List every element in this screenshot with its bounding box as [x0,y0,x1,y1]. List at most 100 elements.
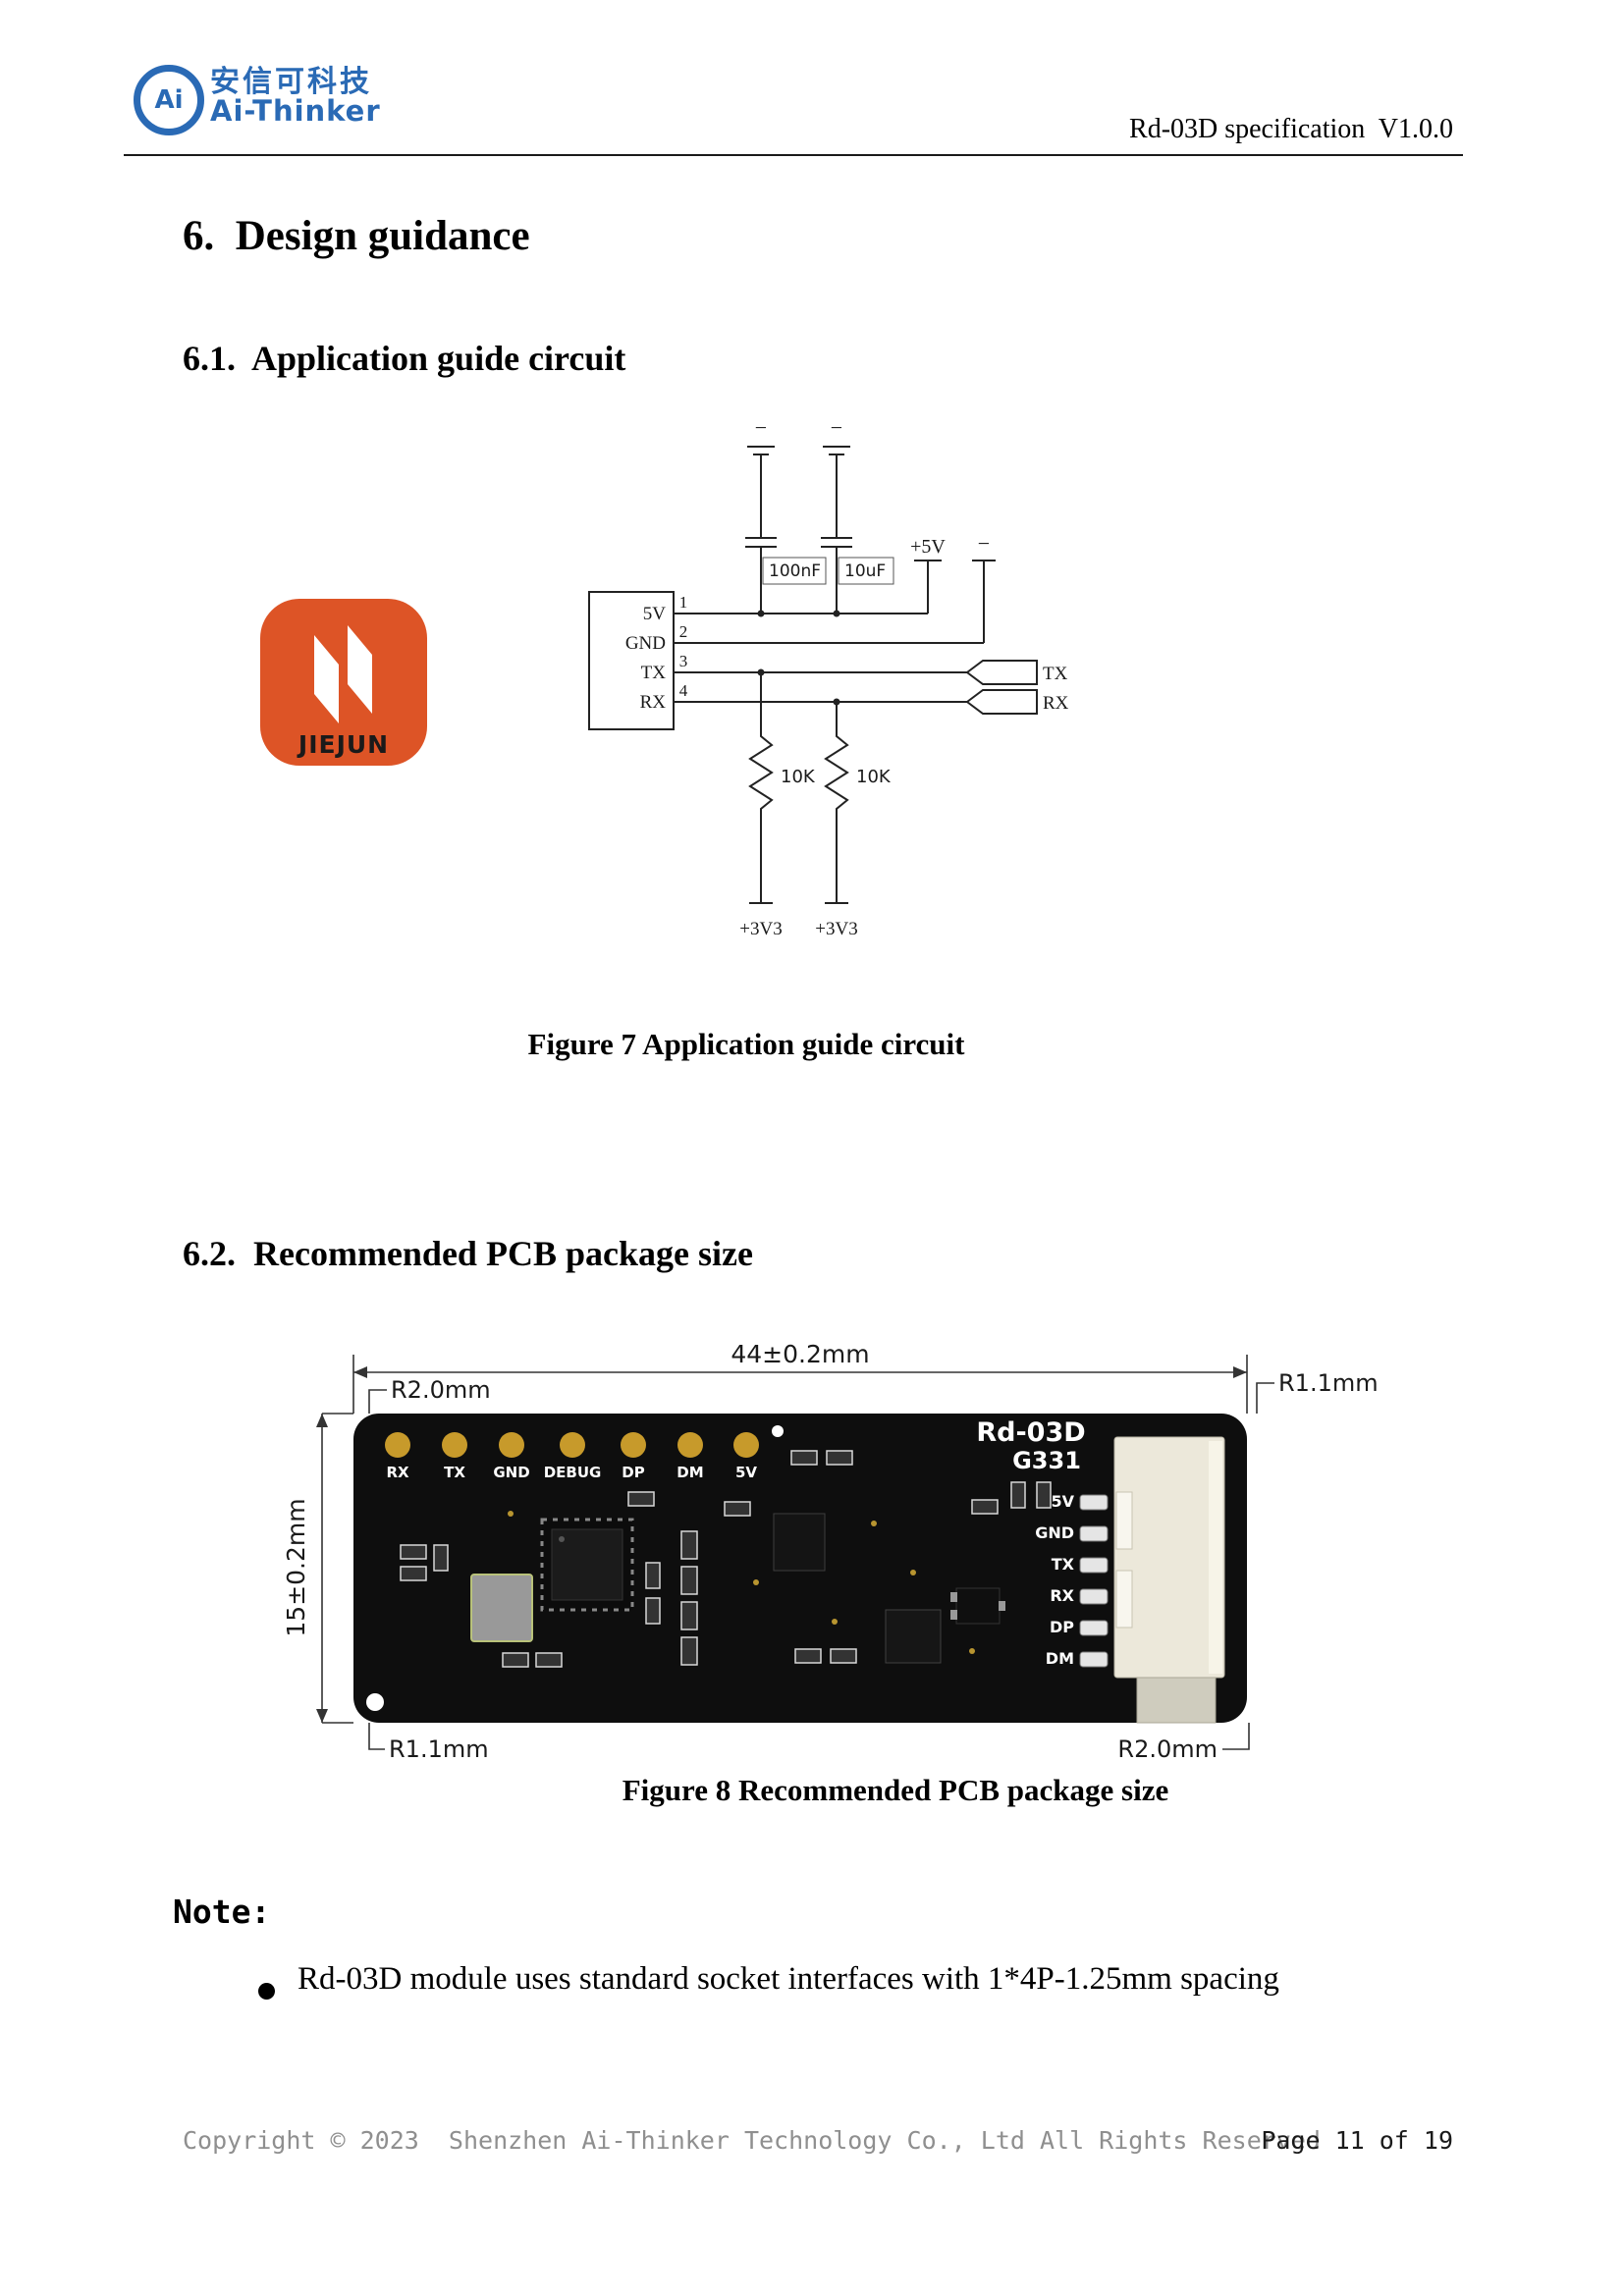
pcb-pads: RX TX GND DEBUG DP DM 5V [385,1432,759,1481]
figure7-caption: Figure 7 Application guide circuit [527,1027,965,1061]
pcb-silkscreen-title: Rd-03D G331 [976,1417,1085,1474]
pad [560,1432,585,1458]
side-pin-label: RX [1050,1586,1074,1605]
figure8-caption: Figure 8 Recommended PCB package size [622,1773,1169,1807]
footer-copyright: Copyright © 2023 Shenzhen Ai-Thinker Tec… [183,2126,1321,2155]
vendor-logo-mark [314,635,339,723]
vendor-logo-mark [348,625,372,714]
pad-label: GND [493,1464,529,1481]
logo-english-text: Ai-Thinker [210,94,381,128]
note-item: Rd-03D module uses standard socket inter… [298,1961,1279,1997]
resistor2-symbol [824,702,849,903]
side-pin-label: DP [1050,1618,1074,1636]
pad-label: DM [677,1464,703,1481]
note-label: Note: [173,1893,271,1931]
side-pin-pads [1079,1494,1109,1668]
cap2-value-label: 10uF [844,561,886,581]
connector-edge [1209,1441,1222,1674]
pullup-resistors: 10K 10K +3V3 +3V3 [739,668,892,939]
pad [733,1432,759,1458]
module-connector: 5V GND TX RX 1 2 3 4 [588,591,984,730]
subsection-heading-pcb: 6.2. Recommended PCB package size [183,1234,753,1273]
transistor [950,1587,1005,1625]
pin-number: 4 [679,681,688,700]
minus-symbol: − [755,415,767,440]
pad-label: 5V [735,1464,757,1481]
arrowhead [316,1709,328,1723]
metal-component [470,1574,533,1642]
vendor-logo-text: JIEJUN [297,730,389,759]
section-heading: 6. Design guidance [183,213,530,259]
minus-symbol: − [831,415,842,440]
minus-symbol: − [978,531,990,556]
radius-top-right-label: R1.1mm [1278,1369,1379,1397]
tx-flag-label: TX [1043,664,1068,684]
ic-component [773,1513,826,1572]
board-name-label: Rd-03D [976,1417,1085,1448]
pad-label: DEBUG [544,1464,602,1481]
document-title: Rd-03D specification V1.0.0 [1129,114,1453,144]
connector-slot [1115,1570,1133,1629]
side-pin-label: TX [1052,1555,1075,1574]
header-divider [124,154,1463,156]
arrowhead [316,1414,328,1427]
connector-pin-label: RX [640,692,667,713]
ai-thinker-logo-icon: Ai [134,65,204,135]
cap2-value-frame [838,557,894,585]
pad [621,1432,646,1458]
side-pin-label: 5V [1051,1492,1074,1511]
pin-number: 1 [679,593,688,612]
board-height-dimension: 15±0.2mm [285,1498,310,1636]
subsection-heading-circuit: 6.1. Application guide circuit [183,339,626,378]
arrowhead [353,1366,367,1378]
decoupling-capacitors: − − 100nF 10uF [745,415,894,617]
bullet-icon [258,1983,275,2000]
connector-tab [1136,1677,1217,1724]
signal-flags: TX RX [965,660,1069,715]
connector-body [588,591,675,730]
resistor1-value-label: 10K [781,767,816,787]
pad-label: TX [444,1464,465,1481]
pad [499,1432,524,1458]
pad [385,1432,410,1458]
pad [677,1432,703,1458]
power-symbols: +5V − [910,531,996,643]
pad-label: RX [386,1464,409,1481]
vendor-logo: JIEJUN [260,599,427,766]
footer-page-number: Page 11 of 19 [1261,2126,1453,2155]
pad-label: DP [622,1464,644,1481]
vendor-logo-background [260,599,427,766]
side-pin-label: DM [1046,1649,1074,1668]
connector-pin-label: 5V [643,604,667,624]
rail2-label: +3V3 [815,919,857,939]
board-width-dimension: 44±0.2mm [731,1340,869,1368]
board-code-label: G331 [1012,1447,1081,1474]
pcb-package-figure: 44±0.2mm 15±0.2mm R2.0mm R1.1mm R1.1mm R… [285,1340,1379,1763]
pin-number: 3 [679,652,688,670]
ic-component [885,1609,942,1664]
connector-slot [1115,1491,1133,1550]
arrowhead [1233,1366,1247,1378]
connector-pin-label: GND [625,633,666,654]
pin-number: 2 [679,622,688,641]
radius-top-left-label: R2.0mm [391,1376,491,1404]
mounting-hole [366,1693,384,1711]
side-pin-label: GND [1035,1523,1074,1542]
cap1-value-frame [762,557,827,585]
rx-flag-shape [965,689,1038,715]
resistor1-symbol [748,672,774,903]
pcb-components [400,1450,1052,1668]
resistor2-value-label: 10K [856,767,892,787]
logo-monogram: Ai [154,85,184,115]
fiducial-dot [772,1425,784,1437]
connector-pin-label: TX [641,663,667,683]
rail1-label: +3V3 [739,919,782,939]
connector-housing [1113,1436,1225,1679]
cap1-value-label: 100nF [769,561,821,581]
rx-flag-label: RX [1043,693,1069,714]
vcc-label: +5V [910,536,946,558]
application-circuit-figure: JIEJUN − − 100nF 10uF +5 [260,415,1069,939]
pcb-side-pin-labels: 5V GND TX RX DP DM [1035,1492,1109,1668]
logo-chinese-text: 安信可科技 [210,65,372,99]
